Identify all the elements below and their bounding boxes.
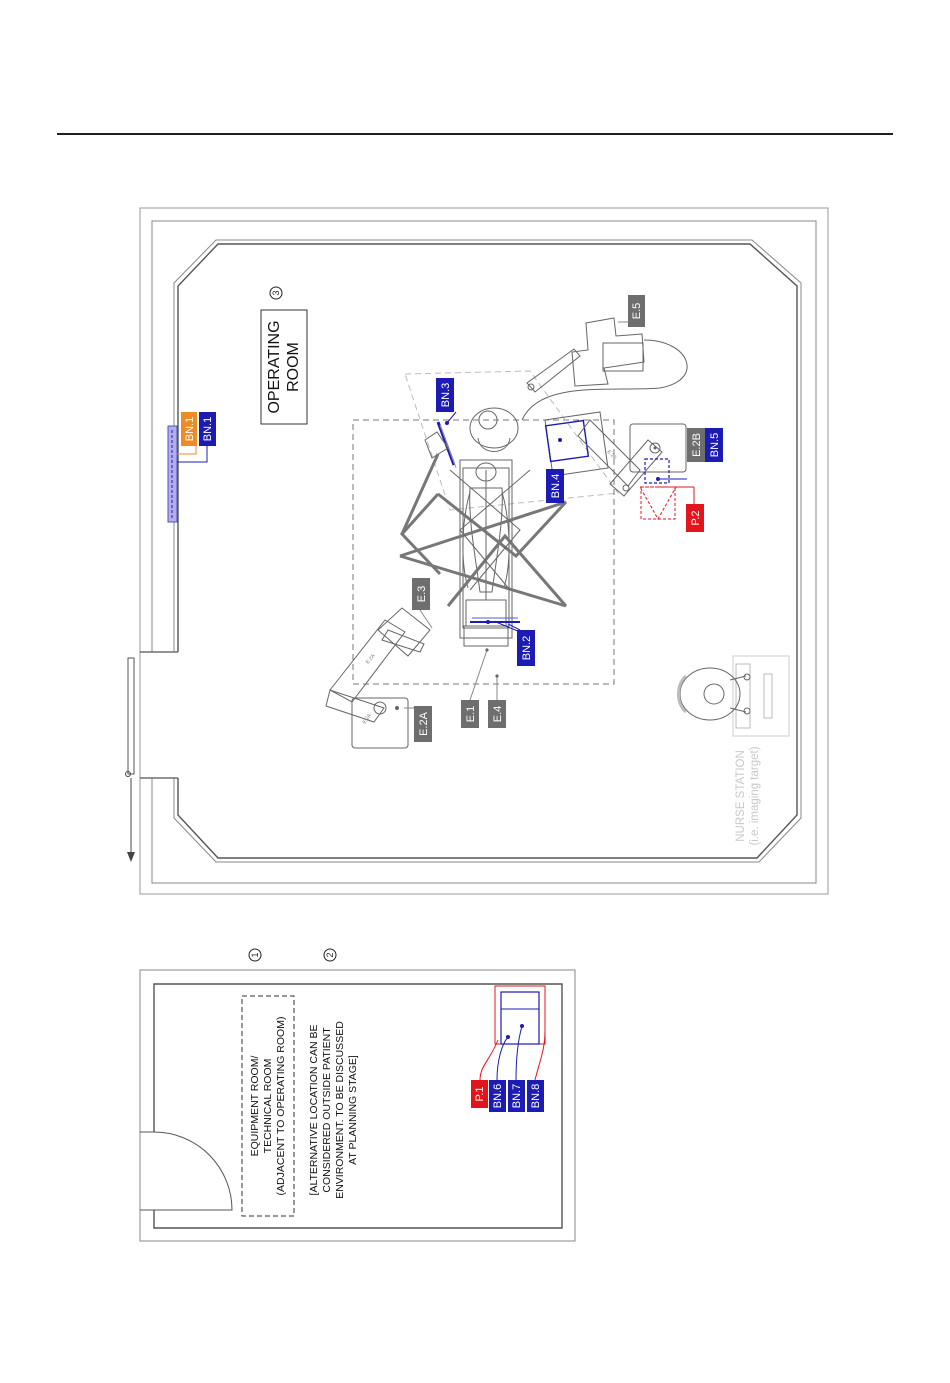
surgeon-figure [469,407,519,452]
svg-text:BN.7: BN.7 [511,1084,523,1108]
svg-text:BN.2: BN.2 [521,636,533,660]
tag-bn1: BN.1 [199,412,216,446]
sliding-door [127,657,135,775]
svg-text:BN.3: BN.3 [440,383,452,407]
equipment-room-label-box [241,995,295,1217]
svg-text:E.2B: E.2B [606,449,618,461]
wall-panel [167,425,178,523]
tag-e2b: E.2B [687,428,705,462]
tag-bn8: BN.8 [527,1080,544,1112]
e3-surgical-light-arms [399,453,568,608]
door-arrow-head-icon [127,852,135,862]
equipment-room-outer-frame [139,969,576,1242]
tag-bn3: BN.3 [436,378,454,412]
bn3-device [424,411,457,469]
tag-e2a: E.2A [414,706,432,742]
tag-e1: E.1 [461,700,479,728]
equipment-note-line1: [ALTERNATIVE LOCATION CAN BE [308,1025,320,1196]
equipment-note-line3: ENVIRONMENT. TO BE DISCUSSED [334,1021,346,1199]
tag-bn5: BN.5 [705,428,723,462]
tag-bn7: BN.7 [508,1080,525,1112]
svg-text:E.4: E.4 [492,706,504,723]
svg-text:BN.5: BN.5 [709,433,721,457]
bn1-leader-line-blue [177,446,208,463]
tag-bn4: BN.4 [546,469,564,503]
svg-text:E.3: E.3 [416,586,428,603]
operating-room-outer-frame [139,207,829,895]
number-2-circle [323,948,337,962]
equipment-title-line2: TECHNICAL ROOM [262,1059,274,1154]
operating-room-wall-offset [173,239,802,863]
e1-leader-dot [485,648,489,652]
svg-text:E.5: E.5 [631,303,643,320]
e4-leader-dot [495,674,499,678]
e2b-pendant [609,423,695,521]
tag-p2: P.2 [686,504,704,532]
number-1-circle [248,948,262,962]
tag-bn6: BN.6 [489,1080,506,1112]
door-pivot-icon [125,771,131,777]
tag-bn1-orange: BN.1 [181,412,197,446]
camera-field-of-view [404,370,619,511]
room-number-circle [269,286,283,300]
svg-text:E.2A: E.2A [365,653,377,666]
svg-text:P.1: P.1 [474,1086,486,1101]
nurse-station-line2: (i.e. imaging target) [749,746,761,845]
number-2: 2 [325,952,335,957]
tag-e5: E.5 [628,295,645,327]
bn2-device [470,617,521,633]
svg-text:BN.6: BN.6 [492,1084,504,1108]
equipment-rack [479,985,546,1081]
operating-room-plan: OPERATING ROOM 3 E.2B [125,207,829,895]
room-number: 3 [271,290,281,295]
svg-text:E.2A: E.2A [362,712,374,725]
number-1: 1 [250,952,260,957]
svg-text:BN.4: BN.4 [550,474,562,498]
equipment-note-line4: AT PLANNING STAGE] [347,1055,359,1165]
equipment-room-plan: 1 2 EQUIPMENT ROOM/ TECHNICAL ROOM (ADJA… [139,948,576,1242]
nurse-station-line1: NURSE STATION [735,750,747,842]
equipment-note-line2: CONSIDERED OUTSIDE PATIENT [321,1027,333,1193]
equipment-room-wall [153,983,563,1229]
equipment-title-line1: EQUIPMENT ROOM/ [249,1056,261,1157]
room-title-line1: OPERATING [266,320,283,413]
svg-text:BN.8: BN.8 [530,1084,542,1108]
bn1-leader-line [177,446,197,455]
nurse-station [677,655,790,737]
room-title-line2: ROOM [285,342,302,392]
operating-room-wall-inner [151,220,817,884]
equipment-title-line3: (ADJACENT TO OPERATING ROOM) [275,1017,287,1196]
e5-equipment-boom [521,317,688,421]
operating-room-wall [177,243,798,859]
e2a-pendant: E.2A E.2A [325,607,431,749]
tag-e3: E.3 [412,578,430,610]
room-name-box [260,309,308,425]
svg-text:E.2B: E.2B [691,433,703,457]
e3-leader-line [419,609,433,629]
svg-text:BN.1: BN.1 [184,417,196,441]
svg-text:P.2: P.2 [690,510,702,525]
equipment-door-swing [153,1131,233,1211]
sterile-zone [352,419,615,685]
svg-text:E.2A: E.2A [418,711,430,736]
tag-p1: P.1 [471,1080,488,1108]
svg-text:BN.1: BN.1 [202,417,214,441]
e1-leader-line [469,649,488,701]
tag-bn2: BN.2 [517,630,535,666]
tag-e4: E.4 [488,700,506,728]
svg-text:E.1: E.1 [465,706,477,723]
